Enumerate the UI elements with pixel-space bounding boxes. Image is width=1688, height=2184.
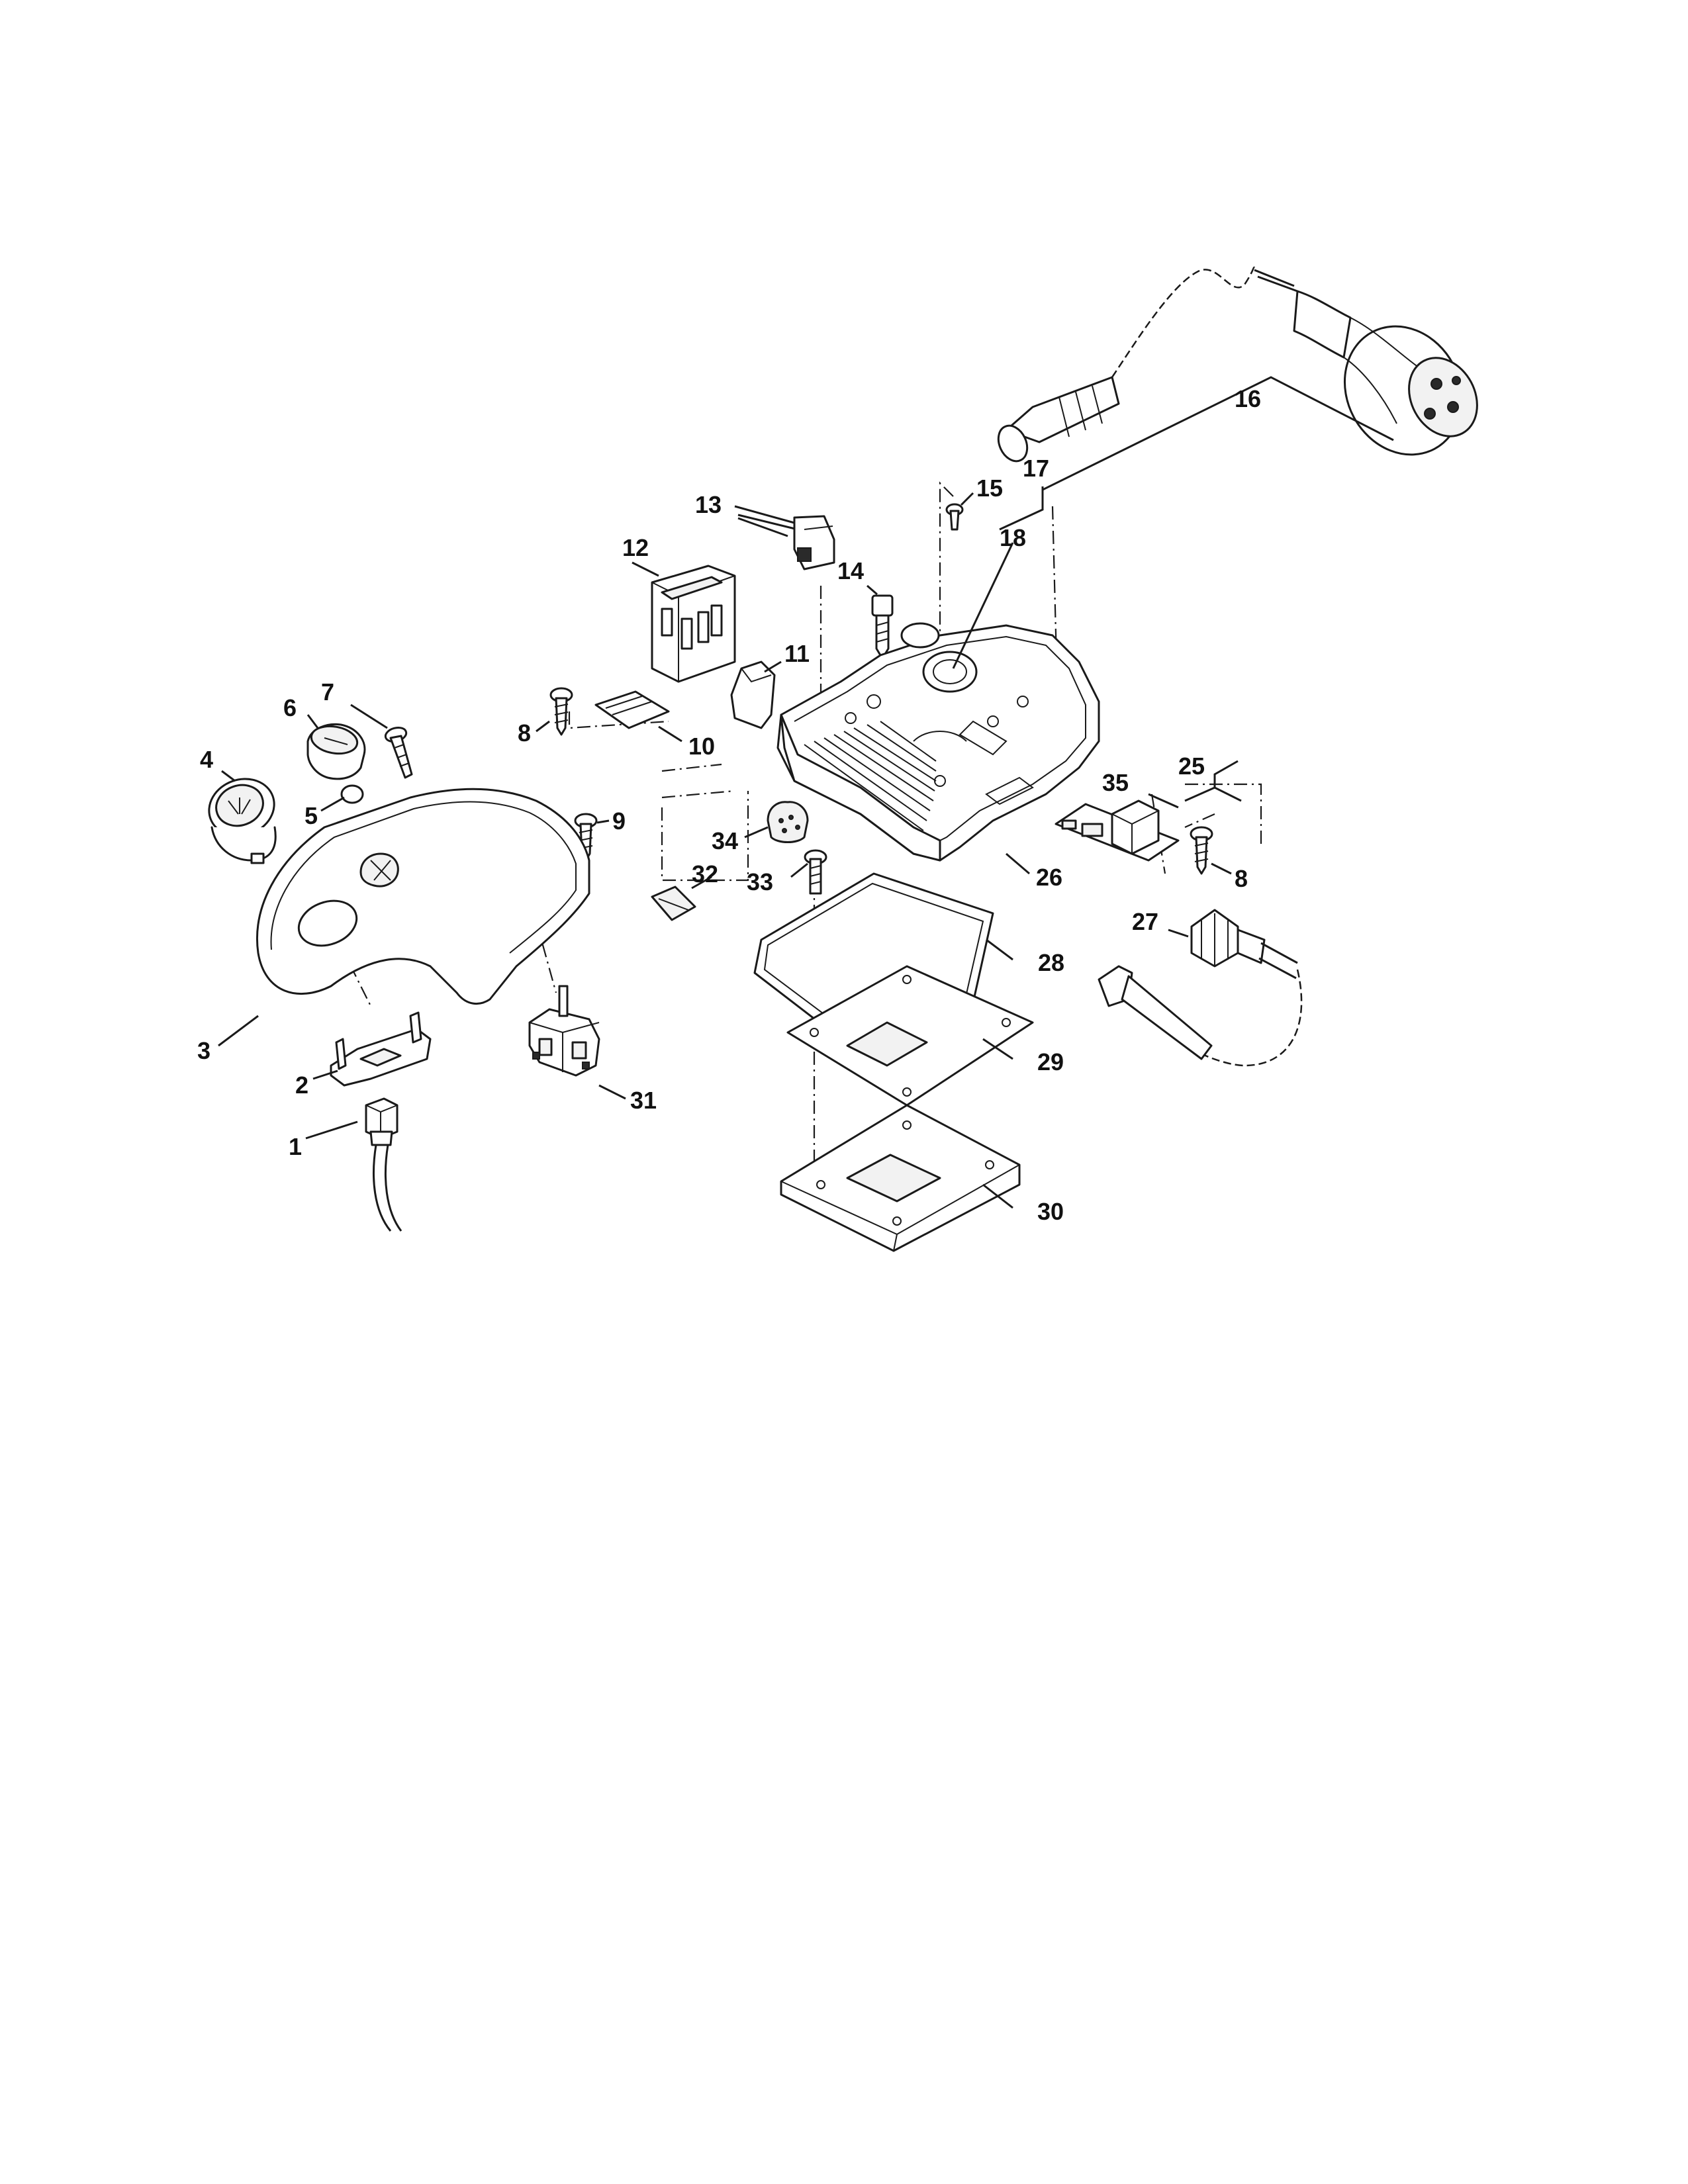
callout-32: 32	[692, 860, 718, 887]
callout-35: 35	[1102, 769, 1129, 796]
callout-28: 28	[1038, 949, 1064, 976]
callout-8-left: 8	[518, 719, 531, 747]
switch-31	[528, 985, 600, 1077]
leader-lines	[218, 376, 1394, 1209]
plate-29	[786, 965, 1034, 1107]
callout-7: 7	[321, 678, 334, 705]
mains-plug	[1293, 290, 1478, 456]
callout-15: 15	[976, 475, 1003, 502]
connector-1	[365, 1097, 402, 1232]
screw-8-left	[549, 687, 573, 736]
cable-gland-17	[997, 376, 1120, 463]
bracket-2	[330, 1011, 432, 1087]
callout-16: 16	[1235, 385, 1261, 412]
gauge-4	[208, 778, 277, 864]
micro-switch-13	[734, 505, 835, 570]
callout-34: 34	[712, 827, 738, 854]
callout-30: 30	[1037, 1198, 1064, 1225]
callout-14: 14	[837, 557, 864, 584]
callout-4: 4	[200, 746, 213, 773]
screw-7	[384, 726, 413, 779]
callout-27: 27	[1132, 908, 1158, 935]
o-ring-5	[340, 784, 364, 804]
grommet-34	[767, 801, 809, 843]
top-cover-3	[256, 788, 590, 1005]
din-rail-10	[594, 690, 670, 729]
bolt-33	[804, 849, 827, 895]
callout-10: 10	[688, 733, 715, 760]
callout-31: 31	[630, 1087, 657, 1114]
callout-13: 13	[695, 491, 722, 518]
callout-9: 9	[612, 807, 626, 835]
pcb-35	[1055, 799, 1180, 862]
screw-8-right	[1190, 826, 1213, 875]
housing-26	[776, 622, 1100, 862]
cable-gland-27	[1098, 909, 1303, 1067]
bracket-11	[730, 660, 776, 729]
callout-5: 5	[305, 802, 318, 829]
callout-6: 6	[283, 694, 297, 721]
callout-25: 25	[1178, 752, 1205, 780]
callout-18: 18	[1000, 524, 1026, 551]
knob-6	[306, 723, 366, 780]
cable-assembly-16	[997, 266, 1478, 463]
callout-2: 2	[295, 1071, 308, 1099]
callout-26: 26	[1036, 864, 1062, 891]
callout-29: 29	[1037, 1048, 1064, 1075]
screw-14	[871, 594, 894, 660]
cover-plate-30	[780, 1104, 1021, 1252]
callout-1: 1	[289, 1133, 302, 1160]
clip-32	[651, 886, 696, 921]
screw-15	[945, 503, 964, 531]
callout-33: 33	[747, 868, 773, 895]
contactor-12	[651, 565, 736, 683]
callout-labels: 1 2 3 4 5 6 7 8 9 10 11 12 13 14 15 16 1…	[197, 385, 1261, 1225]
callout-8-right: 8	[1235, 865, 1248, 892]
callout-3: 3	[197, 1037, 211, 1064]
callout-17: 17	[1023, 455, 1049, 482]
callout-11: 11	[784, 640, 810, 667]
callout-12: 12	[622, 534, 649, 561]
